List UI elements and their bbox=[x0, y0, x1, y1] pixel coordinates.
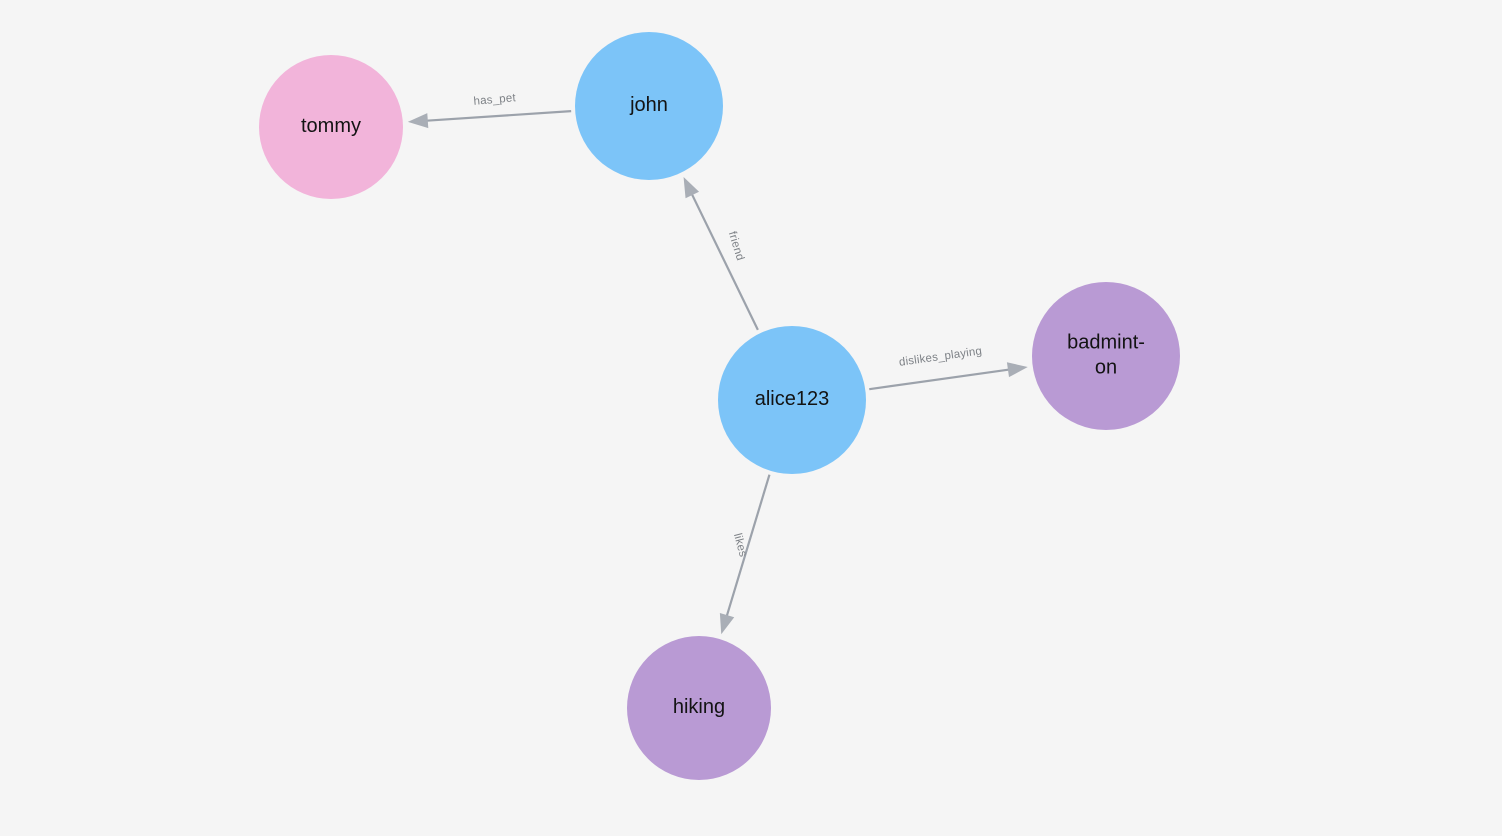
node-label: badmint-on bbox=[1067, 332, 1145, 379]
node-label-line: john bbox=[629, 94, 668, 116]
edge-label: dislikes_playing bbox=[898, 345, 983, 369]
graph-edge[interactable]: likes bbox=[719, 474, 771, 635]
edge-label: has_pet bbox=[473, 92, 517, 108]
graph-node-alice123[interactable]: alice123 bbox=[718, 326, 866, 474]
node-label-line: badmint- bbox=[1067, 332, 1145, 354]
node-circle[interactable] bbox=[718, 326, 866, 474]
edge-arrowhead bbox=[719, 612, 735, 635]
graph-edge[interactable]: dislikes_playing bbox=[869, 345, 1028, 391]
graph-node-john[interactable]: john bbox=[575, 32, 723, 180]
graph-node-badminton[interactable]: badmint-on bbox=[1032, 282, 1180, 430]
node-label-line: alice123 bbox=[755, 388, 830, 410]
graph-node-tommy[interactable]: tommy bbox=[259, 55, 403, 199]
edge-arrowhead bbox=[1006, 362, 1028, 378]
node-label: tommy bbox=[301, 115, 361, 137]
node-circle[interactable] bbox=[1032, 282, 1180, 430]
edge-line bbox=[725, 474, 771, 619]
graph-edge[interactable]: friend bbox=[683, 177, 759, 331]
edge-arrowhead bbox=[683, 177, 700, 199]
edge-line bbox=[690, 191, 759, 331]
node-circle[interactable] bbox=[575, 32, 723, 180]
edge-label: likes bbox=[731, 532, 749, 558]
node-label-line: on bbox=[1095, 357, 1117, 379]
node-circle[interactable] bbox=[627, 636, 771, 780]
edge-line bbox=[869, 368, 1012, 391]
node-label: hiking bbox=[673, 696, 725, 718]
graph-node-hiking[interactable]: hiking bbox=[627, 636, 771, 780]
node-label: john bbox=[629, 94, 668, 116]
nodes-layer: tommy john alice123 badmint-on hiking bbox=[259, 32, 1180, 780]
edge-label: friend bbox=[726, 230, 746, 262]
edge-line bbox=[424, 110, 572, 122]
node-label-line: hiking bbox=[673, 696, 725, 718]
graph-edge[interactable]: has_pet bbox=[407, 92, 572, 129]
edge-arrowhead bbox=[407, 113, 429, 129]
node-label: alice123 bbox=[755, 388, 830, 410]
node-circle[interactable] bbox=[259, 55, 403, 199]
node-label-line: tommy bbox=[301, 115, 361, 137]
